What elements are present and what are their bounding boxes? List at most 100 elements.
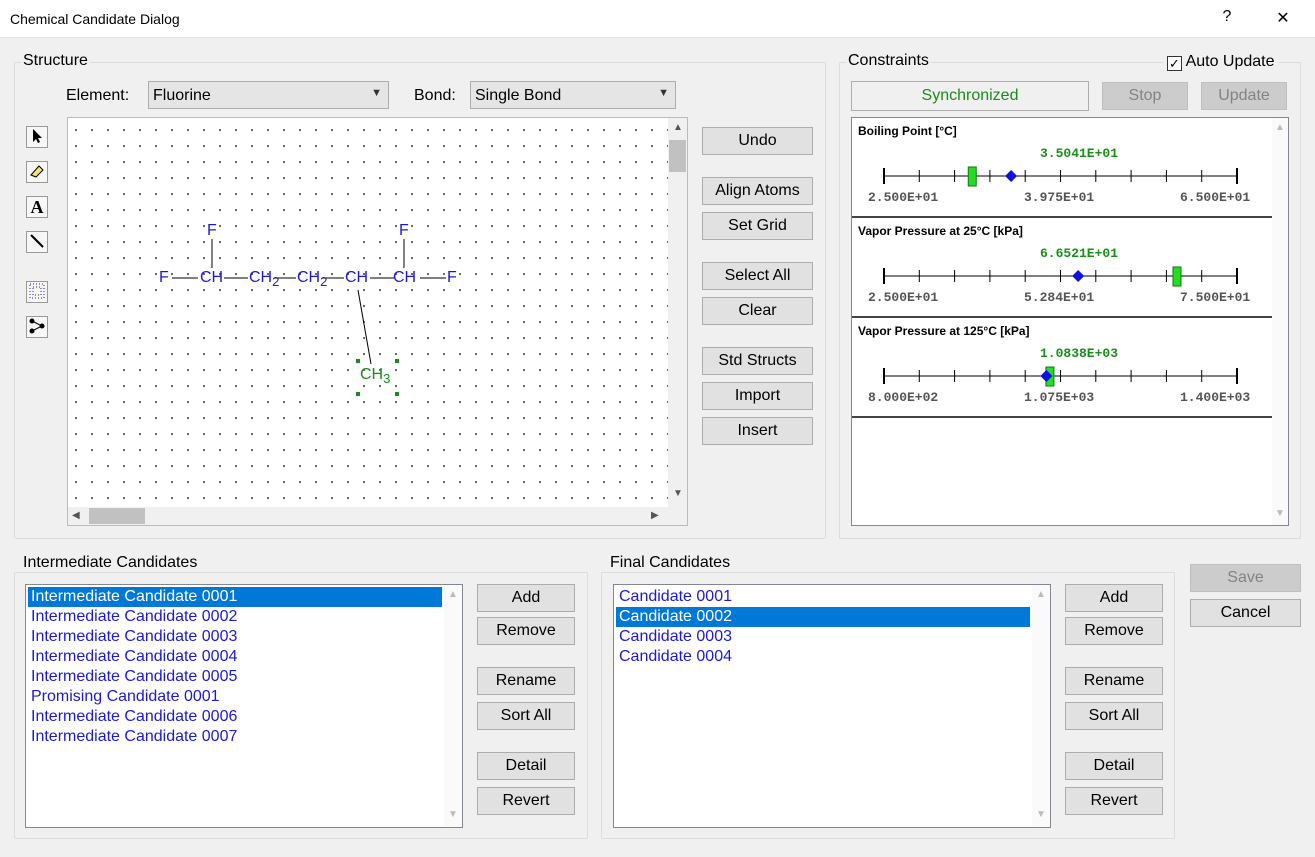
molecule-bonds [172,239,446,396]
chevron-down-icon: ▼ [658,87,669,99]
intermediate-group [14,572,588,839]
chevron-down-icon[interactable]: ▼ [1275,508,1285,519]
chevron-left-icon[interactable]: ◀ [72,510,80,521]
horizontal-scrollbar[interactable]: ◀ ▶ [68,507,668,525]
intermediate-scrollbar[interactable]: ▲ ▼ [444,585,462,827]
import-button[interactable]: Import [702,382,813,410]
close-button[interactable]: ✕ [1276,10,1290,27]
atom-f[interactable]: F [399,222,409,239]
hscroll-thumb[interactable] [89,508,145,524]
constraint-title: Boiling Point [°C] [858,124,957,138]
remove-button[interactable]: Remove [477,617,575,645]
chevron-up-icon[interactable]: ▲ [1275,122,1285,133]
atom-ch[interactable]: CH [200,269,224,286]
auto-update-checkbox[interactable]: ✓ Auto Update [1163,53,1279,71]
undo-button[interactable]: Undo [702,127,813,155]
update-button[interactable]: Update [1201,82,1287,110]
final-group [601,572,1175,839]
intermediate-label: Intermediate Candidates [21,554,200,572]
chevron-down-icon[interactable]: ▼ [448,809,458,820]
list-item[interactable]: Intermediate Candidate 0001 [28,587,442,607]
chevron-down-icon[interactable]: ▼ [673,488,683,499]
revert-button[interactable]: Revert [1065,787,1163,815]
list-item[interactable]: Intermediate Candidate 0006 [31,708,238,725]
list-item[interactable]: Candidate 0001 [619,588,732,605]
checkmark-icon[interactable]: ✓ [1167,56,1182,71]
rename-button[interactable]: Rename [1065,667,1163,695]
revert-button[interactable]: Revert [477,787,575,815]
eraser-icon[interactable] [26,161,48,183]
bond-select[interactable]: Single Bond▼ [470,81,676,109]
constraints-label: Constraints [846,52,931,70]
bond-line-icon[interactable] [26,231,48,253]
chevron-up-icon[interactable]: ▲ [1036,589,1046,600]
insert-button[interactable]: Insert [702,417,813,445]
list-item[interactable]: Intermediate Candidate 0007 [31,728,238,745]
list-item[interactable]: Intermediate Candidate 0004 [31,648,238,665]
clear-button[interactable]: Clear [702,297,813,325]
atom-ch2[interactable]: CH2 [249,269,279,289]
rename-button[interactable]: Rename [477,667,575,695]
sort-all-button[interactable]: Sort All [1065,702,1163,730]
structure-group [14,62,826,539]
atom-ch2-label: CH [297,269,321,286]
chevron-down-icon[interactable]: ▼ [1036,809,1046,820]
chevron-up-icon[interactable]: ▲ [673,122,683,133]
remove-button[interactable]: Remove [1065,617,1163,645]
sort-all-button[interactable]: Sort All [477,702,575,730]
atom-ch3-label: CH [360,366,384,383]
detail-button[interactable]: Detail [1065,752,1163,780]
list-item[interactable]: Candidate 0002 [616,607,1030,627]
atom-ch3-selected[interactable]: CH3 [360,366,390,386]
chevron-up-icon[interactable]: ▲ [448,589,458,600]
stop-button[interactable]: Stop [1102,82,1188,110]
scale-min: 2.500E+01 [868,290,939,305]
list-item[interactable]: Intermediate Candidate 0002 [31,608,238,625]
align-atoms-button[interactable]: Align Atoms [702,177,813,205]
constraint-title: Vapor Pressure at 125°C [kPa] [858,324,1030,338]
detail-button[interactable]: Detail [477,752,575,780]
bond-label: Bond: [414,87,456,104]
grid-icon[interactable] [26,281,48,303]
current-marker [1040,370,1053,382]
list-item[interactable]: Candidate 0003 [619,628,732,645]
list-item[interactable]: Promising Candidate 0001 [31,688,220,705]
cancel-button[interactable]: Cancel [1190,599,1301,627]
constraints-scrollbar[interactable]: ▲ ▼ [1272,118,1288,525]
std-structs-button[interactable]: Std Structs [702,347,813,375]
text-icon[interactable]: A [26,196,48,218]
atom-ch2[interactable]: CH2 [297,269,327,289]
select-all-button[interactable]: Select All [702,262,813,290]
structure-canvas[interactable]: ▲ ▼ ◀ ▶ F CH CH2 CH2 CH CH F F F CH3 [67,117,688,526]
atom-ch[interactable]: CH [393,269,417,286]
vertical-scrollbar[interactable]: ▲ ▼ [668,118,687,507]
atom-ch[interactable]: CH [345,269,369,286]
help-button[interactable]: ? [1222,8,1232,25]
add-button[interactable]: Add [477,584,575,612]
constraint-scale [883,266,1238,287]
set-grid-button[interactable]: Set Grid [702,212,813,240]
pointer-icon[interactable] [26,126,48,148]
list-item[interactable]: Intermediate Candidate 0005 [31,668,238,685]
scroll-thumb[interactable] [669,140,686,172]
list-item[interactable]: Candidate 0004 [619,648,732,665]
atom-ch2-subscript: 2 [272,274,280,290]
structure-label: Structure [21,52,90,70]
save-button[interactable]: Save [1190,564,1301,592]
add-button[interactable]: Add [1065,584,1163,612]
element-select[interactable]: Fluorine▼ [148,81,389,109]
final-scrollbar[interactable]: ▲ ▼ [1032,585,1050,827]
list-item[interactable]: Intermediate Candidate 0003 [31,628,238,645]
atom-f[interactable]: F [207,222,217,239]
scale-mid: 3.975E+01 [1024,190,1095,205]
canvas-grid[interactable] [68,118,668,507]
atom-f[interactable]: F [447,269,457,286]
chevron-right-icon[interactable]: ▶ [651,510,659,521]
atom-f[interactable]: F [159,269,169,286]
connect-icon[interactable] [26,316,48,338]
